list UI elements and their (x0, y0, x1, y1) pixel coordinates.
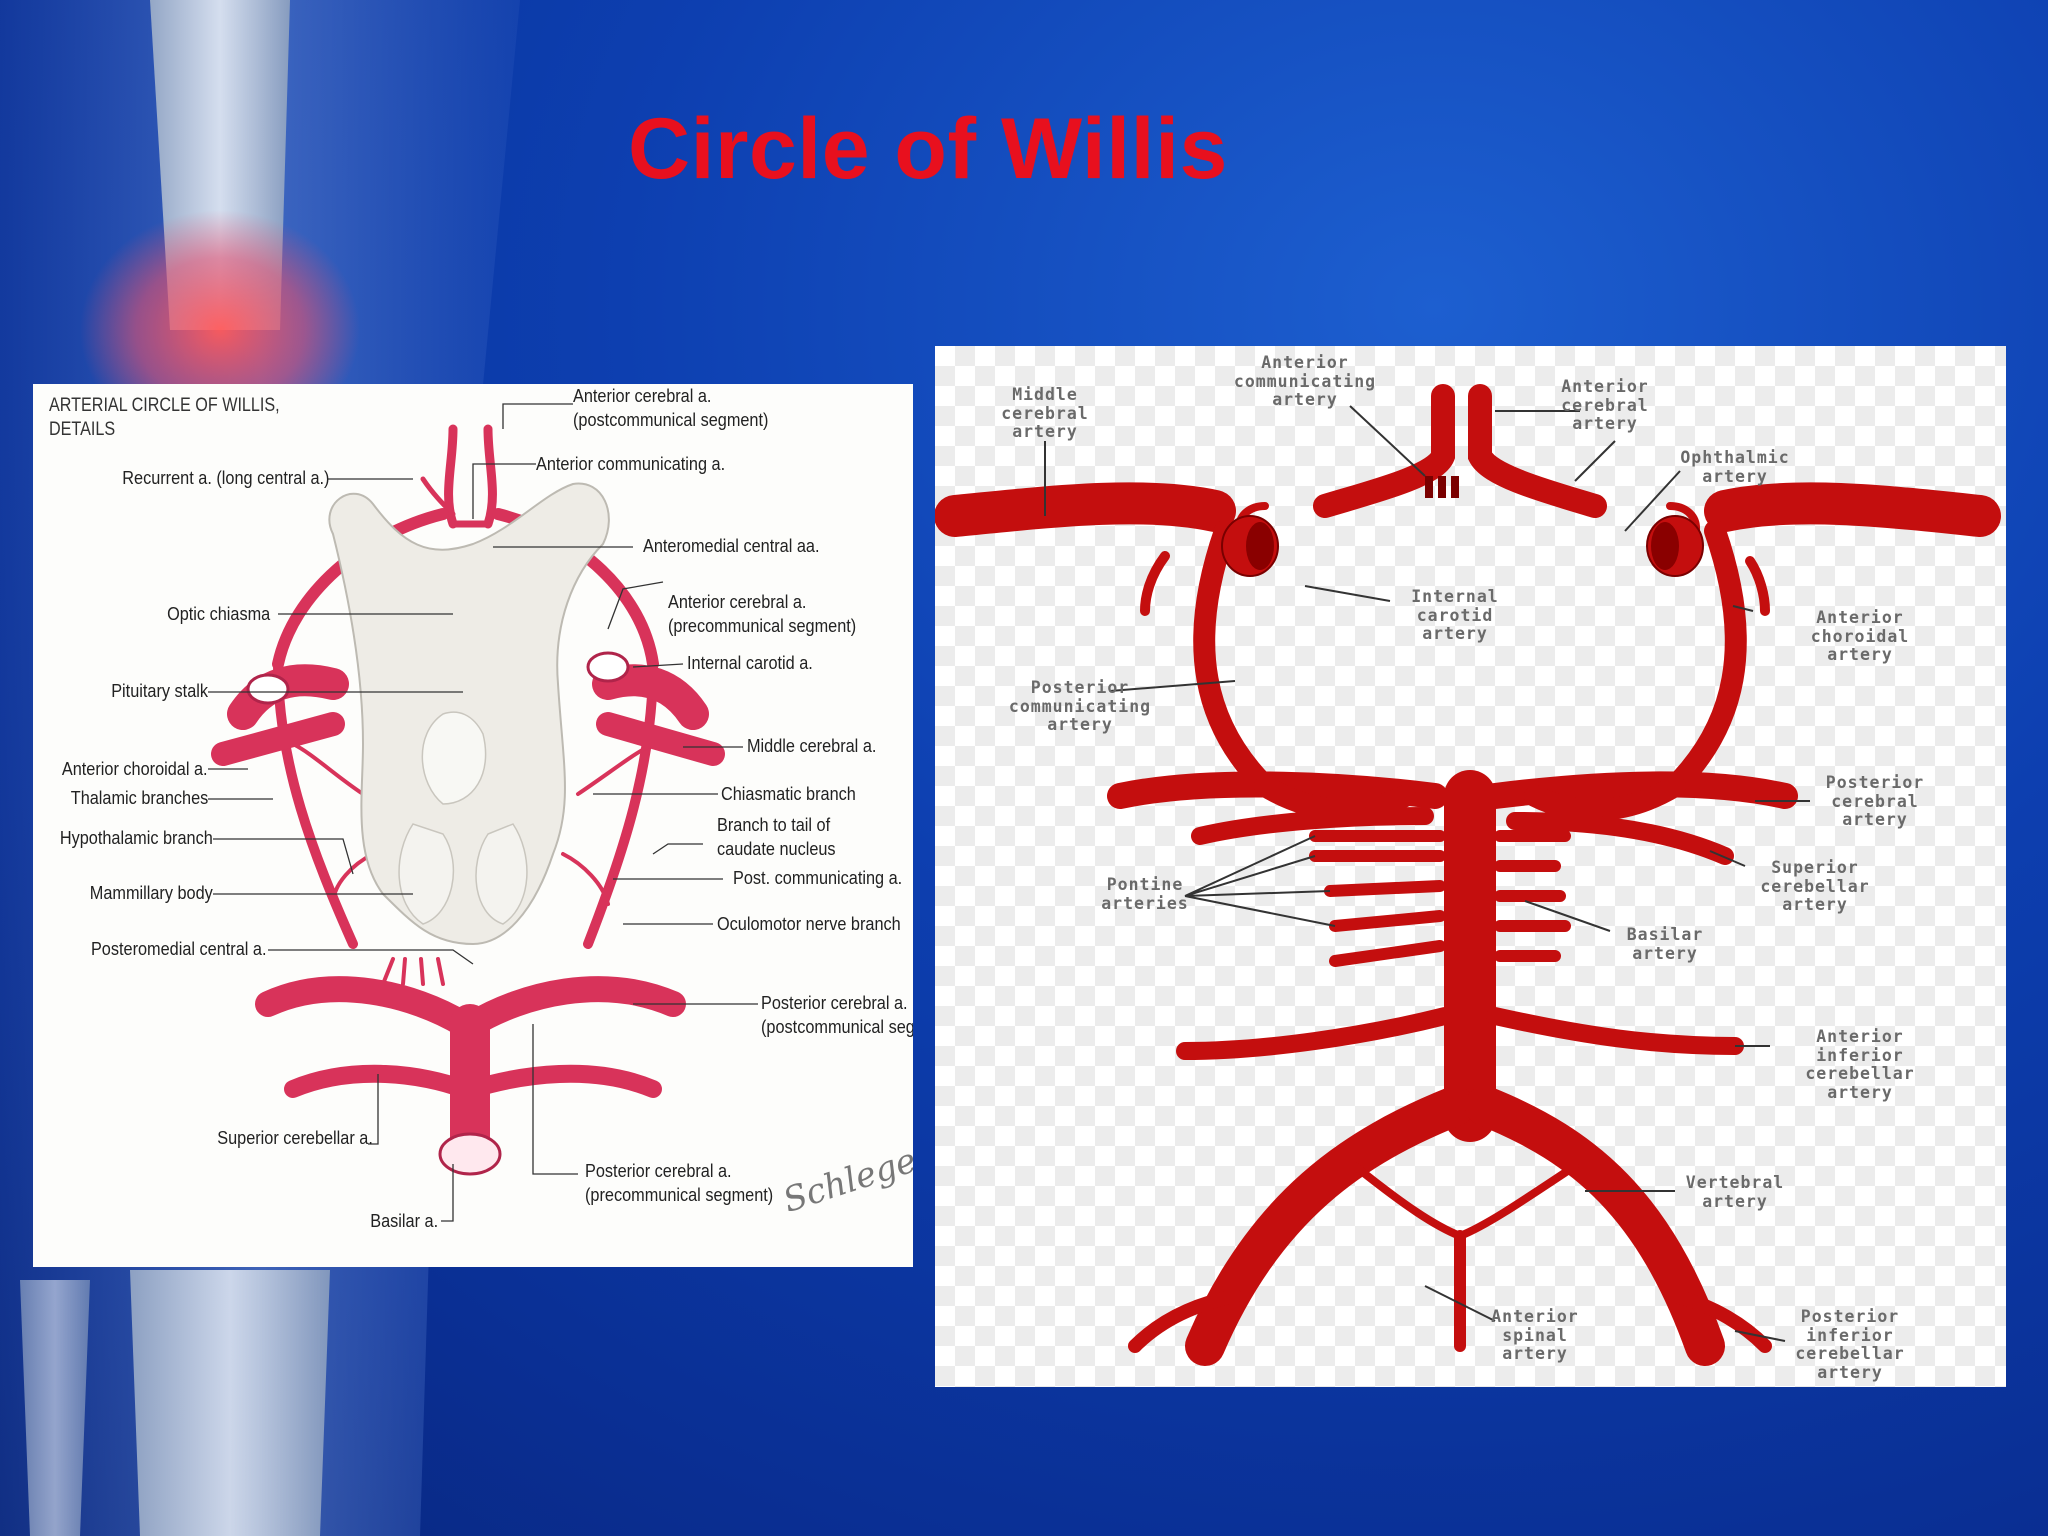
label-ophthalmic-artery: Ophthalmic artery (1680, 448, 1790, 486)
label-anteromedial-central: Anteromedial central aa. (643, 535, 820, 556)
label-superior-cerebellar: Superior cerebellar a. (217, 1127, 373, 1148)
label-superior-cerebellar-artery: Superior cerebellar artery (1760, 858, 1870, 914)
label-anterior-communicating: Anterior communicating a. (536, 453, 726, 474)
circle-of-willis-simplified-diagram: Middle cerebral artery Anterior communic… (935, 346, 2006, 1387)
label-mammillary-body: Mammillary body (89, 882, 213, 903)
label-anterior-spinal-artery: Anterior spinal artery (1491, 1307, 1579, 1363)
label-middle-cerebral-artery: Middle cerebral artery (1001, 385, 1089, 441)
label-internal-carotid-artery: Internal carotid artery (1411, 587, 1499, 643)
label-anterior-communicating-artery: Anterior communicating artery (1233, 353, 1377, 409)
label-chiasmatic-branch: Chiasmatic branch (721, 783, 856, 804)
label-basilar-artery: Basilar artery (1626, 925, 1704, 963)
label-posteromedial-central: Posteromedial central a. (90, 938, 266, 959)
label-post-communicating: Post. communicating a. (733, 867, 903, 888)
artery-illustration-left (208, 403, 758, 1222)
label-anterior-cerebral-pre: Anterior cerebral a.(precommunical segme… (668, 591, 857, 636)
diagram-heading: ARTERIAL CIRCLE OF WILLIS,DETAILS (49, 395, 280, 440)
label-posterior-cerebral-post: Posterior cerebral a.(postcommunical seg… (761, 992, 913, 1037)
label-pontine-arteries: Pontine arteries (1101, 875, 1189, 913)
label-anterior-cerebral-artery: Anterior cerebral artery (1561, 377, 1649, 433)
slide-title: Circle of Willis (628, 101, 1228, 197)
label-anterior-inferior-cerebellar-artery: Anterior inferior cerebellar artery (1805, 1027, 1915, 1102)
label-oculomotor-branch: Oculomotor nerve branch (717, 913, 901, 934)
label-middle-cerebral: Middle cerebral a. (747, 735, 877, 756)
label-anterior-cerebral-post: Anterior cerebral a.(postcommunical segm… (573, 385, 769, 430)
arterial-circle-details-diagram: ARTERIAL CIRCLE OF WILLIS,DETAILS Anteri… (33, 384, 913, 1267)
label-internal-carotid: Internal carotid a. (687, 652, 813, 673)
label-anterior-choroidal: Anterior choroidal a. (62, 758, 208, 779)
label-posterior-communicating-artery: Posterior communicating artery (1008, 678, 1152, 734)
label-recurrent-artery: Recurrent a. (long central a.) (121, 467, 329, 488)
label-thalamic-branches: Thalamic branches (70, 787, 208, 808)
label-optic-chiasma: Optic chiasma (166, 603, 270, 624)
label-posterior-cerebral-artery: Posterior cerebral artery (1825, 773, 1925, 829)
label-vertebral-artery: Vertebral artery (1685, 1173, 1785, 1211)
label-pituitary-stalk: Pituitary stalk (111, 680, 208, 701)
label-posterior-inferior-cerebellar-artery: Posterior inferior cerebellar artery (1795, 1307, 1905, 1382)
label-hypothalamic-branch: Hypothalamic branch (60, 827, 213, 848)
label-posterior-cerebral-pre: Posterior cerebral a.(precommunical segm… (585, 1160, 774, 1205)
artery-illustration-right (935, 384, 2001, 1366)
label-anterior-choroidal-artery: Anterior choroidal artery (1810, 608, 1910, 664)
label-basilar: Basilar a. (370, 1210, 438, 1231)
